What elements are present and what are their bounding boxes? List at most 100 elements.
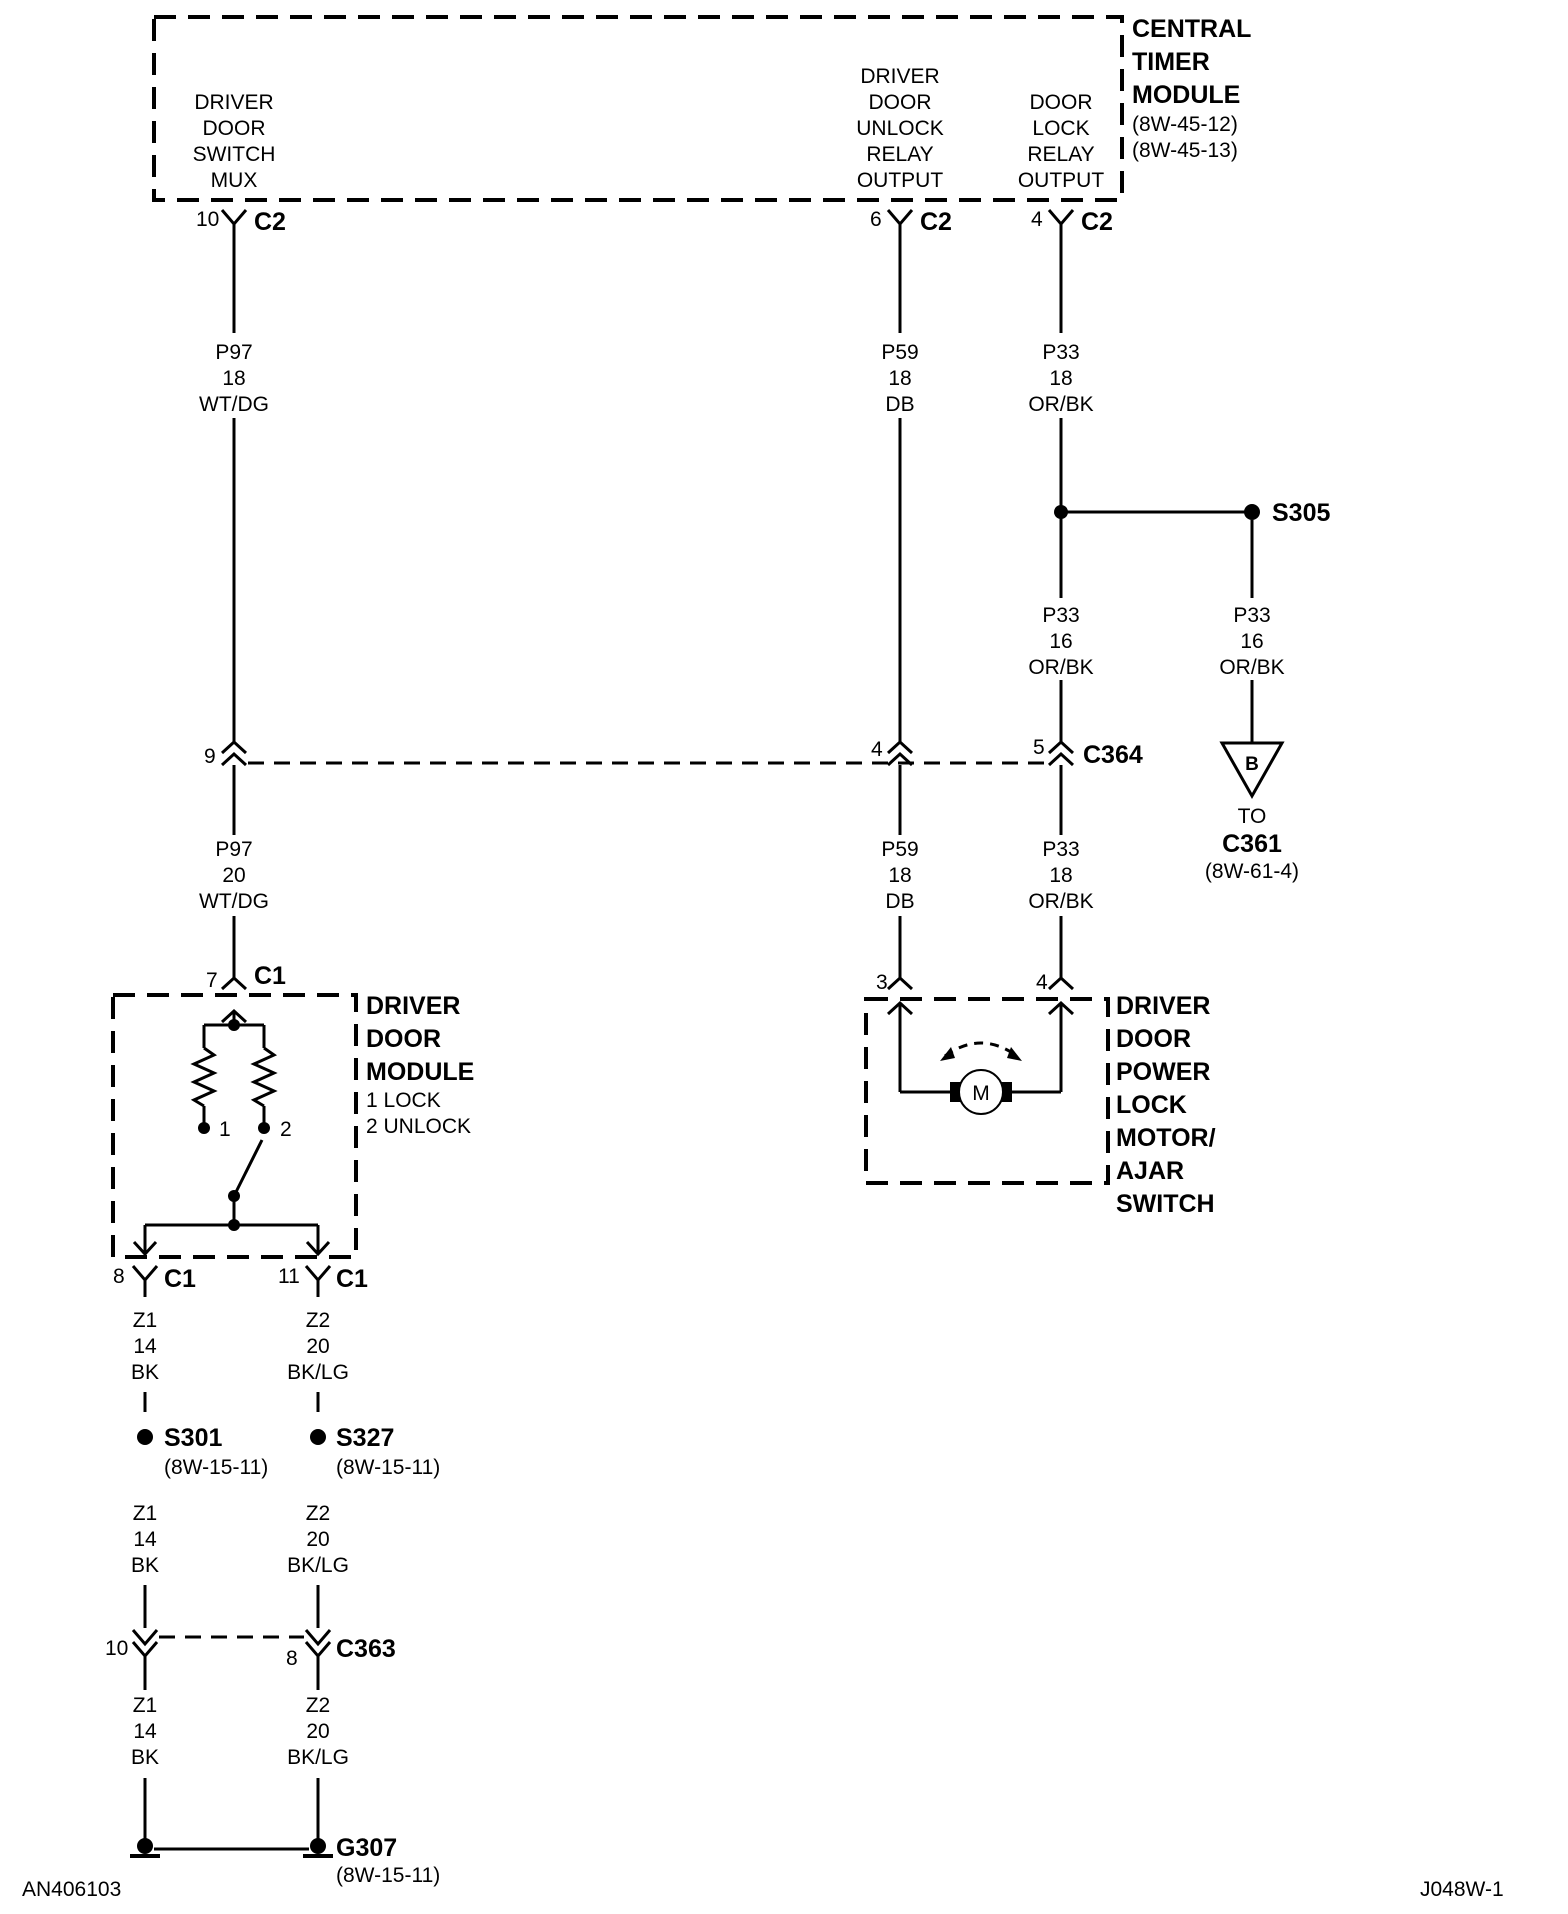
splice-s301: S301 (8W-15-11) [137,1424,268,1479]
splice-ref: (8W-15-11) [336,1456,440,1479]
pin-number: 11 [278,1265,300,1288]
pin-number: 8 [286,1647,298,1670]
wire-z1-color: BK [131,1746,159,1769]
wire-z1-gauge: 14 [133,1335,157,1358]
contact-2-label: 2 [280,1118,292,1141]
ctm-pin2-label-2: DOOR [869,91,932,114]
wire-p97-gauge: 18 [222,367,245,390]
offpage-dest: C361 [1222,830,1282,858]
ctm-pin2-label-4: RELAY [866,143,933,166]
connector-symbol [220,975,248,991]
ctm-pin1-label-2: DOOR [203,117,266,140]
ddm-name-2: DOOR [366,1025,441,1053]
connector-symbol [304,1629,332,1659]
pin-number: 4 [1036,971,1048,994]
internal-arrow [132,1240,158,1257]
door-lock-motor: 3 4 M DRIVER DOOR POWER LOCK MOTOR/ AJAR… [864,971,1216,1218]
driver-door-module: DRIVER DOOR MODULE 1 LOCK 2 UNLOCK 1 2 [111,992,474,1259]
wire-z1-gauge: 14 [133,1720,157,1743]
wire-z2-circuit: Z2 [306,1694,331,1717]
pin-number: 8 [113,1265,125,1288]
resistor-unlock [250,1046,278,1108]
splice-dot [1244,504,1260,520]
splice-s305: S305 [1054,499,1330,743]
connector-symbol [1047,209,1075,227]
connector-name: C364 [1083,741,1143,769]
offpage-letter: B [1245,754,1259,775]
wire-p97-20-gauge: 20 [222,864,245,887]
splice-s327: S327 (8W-15-11) [310,1424,440,1479]
pin-number: 5 [1033,736,1045,759]
wire-p33-s305-color: OR/BK [1219,656,1284,679]
wire-z2-gauge: 20 [306,1335,329,1358]
ctm-pin3-label-4: OUTPUT [1018,169,1105,192]
ctm-pin3-label-2: LOCK [1032,117,1089,140]
figure-id-right: J048W-1 [1420,1878,1504,1901]
ctm-pin3-label-3: RELAY [1027,143,1094,166]
connector-symbol [304,1265,332,1283]
connector-symbol [220,209,248,227]
motor-symbol: M [972,1082,990,1105]
offpage-triangle [1219,741,1285,800]
connector-c1-pin11: 11 C1 [278,1265,368,1297]
connector-symbol [886,975,914,991]
connector-name: C363 [336,1635,396,1663]
wire-z1-color: BK [131,1361,159,1384]
ddm-outline [111,993,358,1259]
ctm-pin2-label-3: UNLOCK [856,117,944,140]
ctm-ref-2: (8W-45-13) [1132,139,1238,162]
offpage-connector-b: B TO C361 (8W-61-4) [1205,741,1299,883]
connector-symbol [131,1265,159,1283]
motor-brush-right [1001,1082,1012,1102]
connector-c1-pin8: 8 C1 [113,1265,196,1297]
splice-ref: (8W-15-11) [164,1456,268,1479]
wire-labels-ground: Z1 14 BK Z2 20 BK/LG Z1 14 BK Z2 20 BK/L… [131,1309,349,1769]
motor-brush-left [950,1082,961,1102]
rotation-arc [944,1041,1018,1058]
figure-id-left: AN406103 [22,1878,121,1901]
wire-z2-color: BK/LG [287,1746,349,1769]
wire-z2-gauge: 20 [306,1720,329,1743]
pin-number: 10 [196,208,219,231]
connector-name: C1 [336,1265,368,1293]
connector-name: C1 [254,962,286,990]
contact-2 [258,1122,270,1134]
contact-1-label: 1 [219,1118,231,1141]
wire-z2-circuit: Z2 [306,1309,331,1332]
ddm-sub-1: 1 LOCK [366,1089,441,1112]
rotation-arrow-left [940,1047,955,1061]
wire-p97-color: WT/DG [199,393,269,416]
ctm-name-1: CENTRAL [1132,15,1251,43]
wire-z2-gauge: 20 [306,1528,329,1551]
connector-c2-pin10: 10 C2 [196,208,286,236]
wire-z1-gauge: 14 [133,1528,157,1551]
pin-number: 3 [876,971,888,994]
resistor-lock [190,1046,218,1108]
wire-p59-lower-gauge: 18 [888,864,911,887]
connector-symbol [1047,739,1075,767]
wire-z2-circuit: Z2 [306,1502,331,1525]
pin-number: 4 [871,738,883,761]
motor-outline [864,997,1110,1185]
wire-z1-circuit: Z1 [133,1694,158,1717]
motor-name-3: POWER [1116,1058,1210,1086]
connector-name: C1 [164,1265,196,1293]
contact-1 [198,1122,210,1134]
ctm-name-3: MODULE [1132,81,1240,109]
motor-icon [958,1069,1004,1115]
pin-number: 10 [105,1637,128,1660]
offpage-to: TO [1238,805,1267,828]
wire-p59-gauge: 18 [888,367,911,390]
ctm-ref-1: (8W-45-12) [1132,113,1238,136]
connector-name: C2 [1081,208,1113,236]
offpage-ref: (8W-61-4) [1205,860,1299,883]
motor-name-5: MOTOR/ [1116,1124,1216,1152]
wire-p59-lower-color: DB [885,890,914,913]
motor-name-7: SWITCH [1116,1190,1215,1218]
pin-number: 6 [870,208,882,231]
wire-p33-color: OR/BK [1028,393,1093,416]
splice-dot [1054,505,1068,519]
connector-c364: 9 4 5 C364 [204,736,1143,769]
wire-p33-s305-gauge: 16 [1240,630,1263,653]
